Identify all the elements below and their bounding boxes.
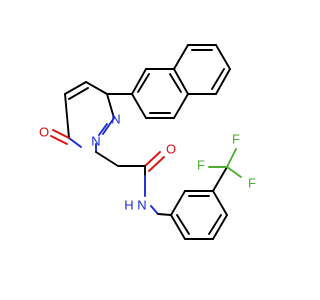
bond — [148, 156, 165, 172]
bond — [50, 135, 68, 145]
molecule-structure-canvas: O N N O N H F F F — [39, 44, 256, 240]
bond — [131, 68, 147, 95]
bond — [215, 68, 231, 95]
bond — [169, 73, 182, 93]
bond — [176, 214, 190, 235]
atom-nitrogen-ring-2: N — [111, 111, 120, 126]
atom-fluorine-3: F — [248, 175, 256, 190]
bond — [64, 93, 70, 139]
bond — [212, 190, 228, 216]
bond — [144, 151, 161, 167]
bond — [208, 214, 222, 235]
bond — [137, 73, 150, 93]
bond — [52, 129, 70, 139]
atom-hydrogen-amide: H — [124, 197, 133, 212]
atom-fluorine-2: F — [197, 157, 205, 172]
bond — [226, 166, 242, 178]
bond — [102, 117, 115, 135]
bond — [215, 44, 231, 70]
bond — [173, 44, 189, 70]
bond — [157, 213, 172, 216]
bond — [211, 68, 225, 90]
bond — [173, 93, 189, 119]
bond — [106, 93, 115, 119]
bond — [212, 214, 228, 240]
atom-nitrogen-ring-1: N — [91, 133, 100, 148]
molecule-svg: O N N O N H F F F — [39, 44, 256, 240]
bond — [170, 214, 186, 240]
bond — [173, 68, 189, 95]
bond — [85, 81, 108, 95]
bond — [212, 166, 228, 192]
bond — [68, 137, 82, 148]
atom-oxygen-ketone: O — [39, 124, 49, 139]
bond — [95, 151, 119, 167]
bond — [226, 148, 237, 168]
atom-oxygen-amide: O — [166, 141, 176, 156]
bond — [68, 87, 89, 100]
bond — [170, 190, 186, 216]
bond — [64, 81, 87, 95]
atom-nitrogen-amide: N — [137, 197, 146, 212]
bond — [98, 123, 108, 136]
bond — [131, 93, 147, 119]
atom-fluorine-1: F — [232, 131, 240, 146]
bond — [150, 205, 159, 215]
